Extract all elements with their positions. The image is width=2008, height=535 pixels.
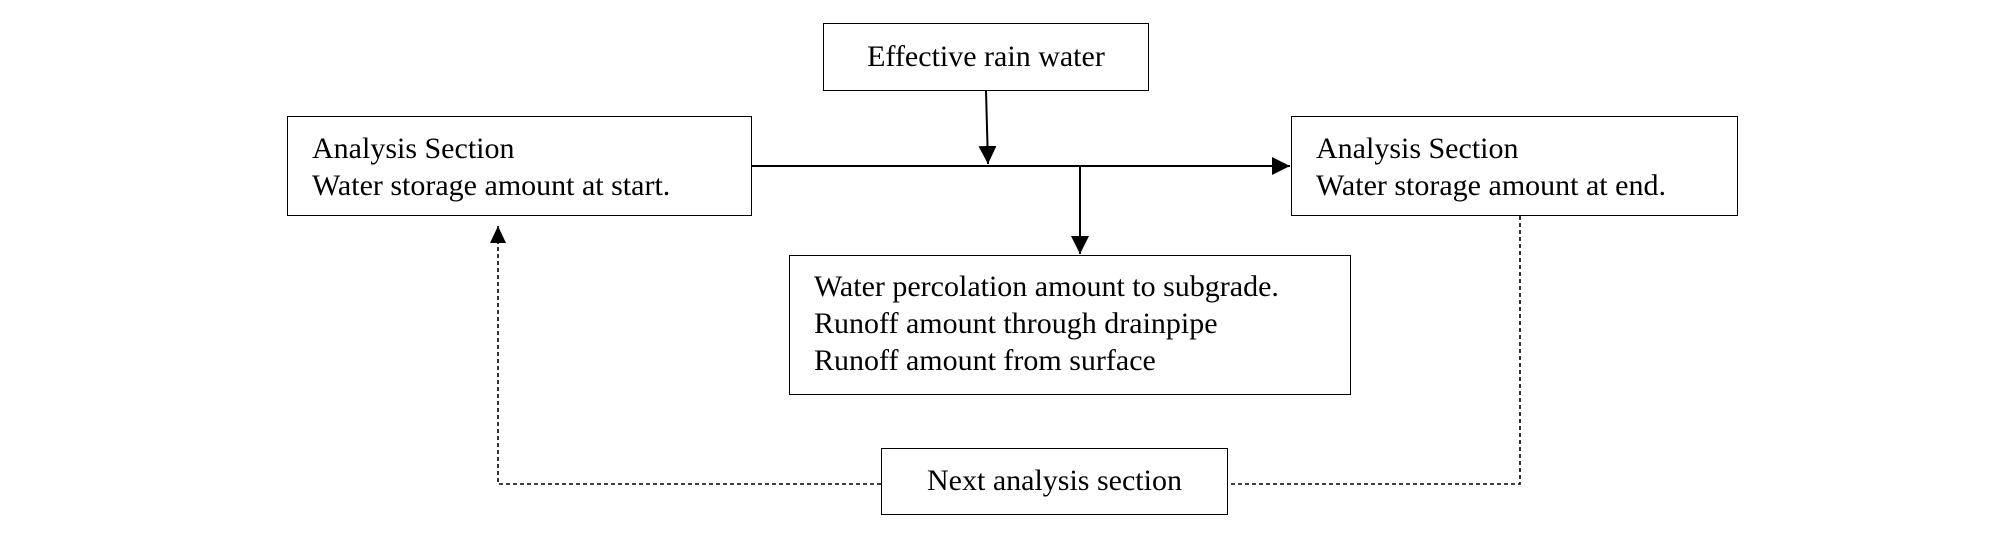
next-to-start-dashed-arrow <box>497 226 881 485</box>
effective-rain-water-box: Effective rain water <box>823 23 1149 91</box>
surface-runoff-label: Runoff amount from surface <box>814 344 1156 377</box>
end-box-title: Analysis Section <box>1316 132 1519 165</box>
analysis-section-start-box: Analysis Section Water storage amount at… <box>287 116 752 216</box>
outflow-amounts-box: Water percolation amount to subgrade. Ru… <box>789 255 1351 395</box>
rain-input-arrow <box>978 90 997 165</box>
start-box-title: Analysis Section <box>312 132 515 165</box>
next-to-start-arrowhead <box>490 226 506 243</box>
end-box-description: Water storage amount at end. <box>1316 169 1666 202</box>
end-to-next-dashed-connector <box>1228 216 1521 485</box>
next-analysis-section-box: Next analysis section <box>881 448 1228 515</box>
next-analysis-section-label: Next analysis section <box>927 464 1182 497</box>
drainpipe-runoff-label: Runoff amount through drainpipe <box>814 307 1218 340</box>
percolation-label: Water percolation amount to subgrade. <box>814 270 1279 303</box>
analysis-section-end-box: Analysis Section Water storage amount at… <box>1291 116 1738 216</box>
effective-rain-water-label: Effective rain water <box>867 40 1105 73</box>
start-box-description: Water storage amount at start. <box>312 169 671 202</box>
